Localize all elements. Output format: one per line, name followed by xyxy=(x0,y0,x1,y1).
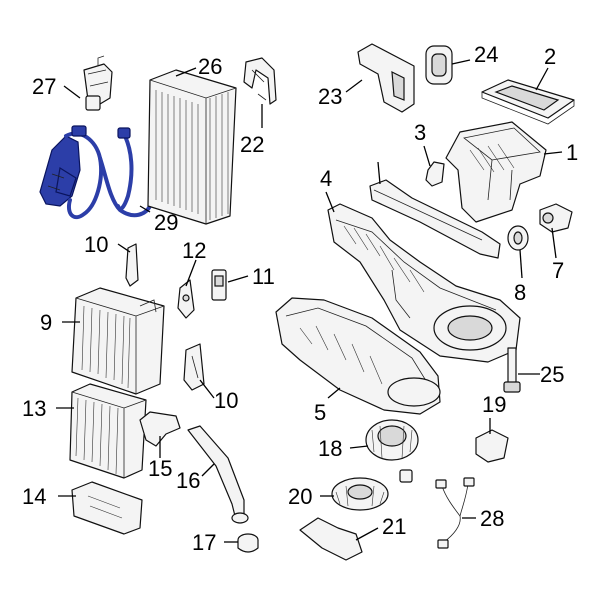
callout-8: 8 xyxy=(514,280,526,305)
part-20-blower-wheel xyxy=(331,477,389,511)
callout-2: 2 xyxy=(544,44,556,69)
callout-4: 4 xyxy=(320,166,332,191)
part-11-sensor xyxy=(211,269,227,301)
callout-25: 25 xyxy=(540,362,564,387)
callout-20: 20 xyxy=(288,484,312,509)
callout-9: 9 xyxy=(40,310,52,335)
callout-22: 22 xyxy=(240,132,264,157)
part-18-blower-motor xyxy=(365,419,419,483)
callout-24: 24 xyxy=(474,42,498,67)
callout-3: 3 xyxy=(414,120,426,145)
part-17-cap xyxy=(237,533,259,553)
part-main-hvac-case xyxy=(327,203,521,363)
callout-12: 12 xyxy=(182,238,206,263)
callout-11: 11 xyxy=(252,264,275,289)
part-15-fitting xyxy=(139,411,181,447)
part-24-seal xyxy=(425,45,453,85)
callout-16: 16 xyxy=(176,468,200,493)
part-2-door xyxy=(481,79,575,125)
part-22-bracket xyxy=(243,57,277,105)
leader-lines xyxy=(56,59,563,543)
callout-labels: 1 2 3 4 5 7 8 9 10 10 11 12 13 14 15 16 … xyxy=(22,42,578,555)
callout-14: 14 xyxy=(22,484,46,509)
part-26-cabin-filter xyxy=(147,69,237,225)
part-21-bracket xyxy=(299,517,363,561)
callout-21: 21 xyxy=(382,514,406,539)
part-13-heater-core xyxy=(69,383,147,479)
callout-5: 5 xyxy=(314,400,326,425)
callout-27: 27 xyxy=(32,74,56,99)
part-5-lower-case xyxy=(275,297,441,415)
part-14-bracket xyxy=(71,481,143,535)
callout-17: 17 xyxy=(192,530,216,555)
part-4-duct xyxy=(369,179,501,259)
part-19-resistor xyxy=(475,429,509,463)
callout-10-lower: 10 xyxy=(214,388,238,413)
part-29-wiring-harness xyxy=(39,125,152,220)
part-23-duct xyxy=(357,43,415,113)
part-27-actuator xyxy=(83,55,113,111)
part-7-actuator xyxy=(539,203,573,233)
callout-13: 13 xyxy=(22,396,46,421)
part-16-hose xyxy=(187,425,249,524)
callout-10-upper: 10 xyxy=(84,232,108,257)
callout-1: 1 xyxy=(566,140,578,165)
callout-18: 18 xyxy=(318,436,342,461)
callout-23: 23 xyxy=(318,84,342,109)
part-9-evaporator xyxy=(71,287,165,395)
part-28-harness xyxy=(435,477,475,549)
part-8-grommet xyxy=(507,225,529,251)
callout-29: 29 xyxy=(154,210,178,235)
part-25-stud xyxy=(503,347,521,393)
callout-19: 19 xyxy=(482,392,506,417)
callout-28: 28 xyxy=(480,506,504,531)
part-10-clip-lower xyxy=(183,343,205,391)
callout-7: 7 xyxy=(552,258,564,283)
callout-26: 26 xyxy=(198,54,222,79)
part-3-knob xyxy=(425,161,445,187)
part-1-housing xyxy=(445,121,547,223)
part-10-clip-upper xyxy=(125,243,139,287)
callout-15: 15 xyxy=(148,456,172,481)
